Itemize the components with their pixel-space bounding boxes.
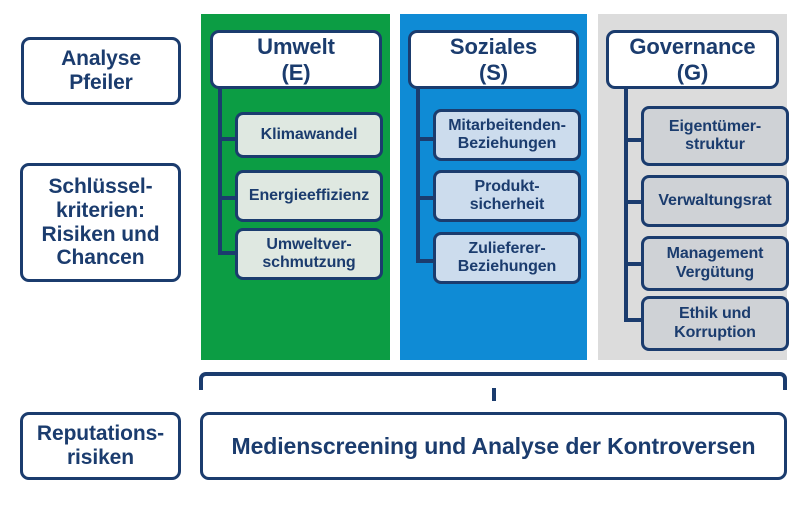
pillar-title-social-line2: (S): [478, 59, 509, 85]
pillar-title-environment-line1: Umwelt: [257, 34, 335, 60]
pillar-header-governance[interactable]: Governance (G): [606, 30, 779, 89]
criterion-box-social-3[interactable]: Zulieferer-Beziehungen: [433, 232, 581, 284]
pillar-header-social[interactable]: Soziales (S): [408, 30, 579, 89]
connector-branch-governance-1: [624, 138, 644, 142]
connector-branch-social-1: [416, 137, 436, 141]
row-label-reputationsrisiken: Reputations-risiken: [20, 412, 181, 480]
criterion-box-environment-1[interactable]: Klimawandel: [235, 112, 383, 158]
summary-bracket-tick: [492, 388, 496, 401]
connector-branch-governance-2: [624, 200, 644, 204]
pillar-header-environment[interactable]: Umwelt (E): [210, 30, 382, 89]
connector-branch-social-2: [416, 196, 436, 200]
connector-branch-governance-4: [624, 318, 644, 322]
media-screening-bar[interactable]: Medienscreening und Analyse der Kontrove…: [200, 412, 787, 480]
criterion-box-environment-3[interactable]: Umweltver-schmutzung: [235, 228, 383, 280]
pillar-title-social-line1: Soziales: [449, 34, 538, 60]
criterion-box-governance-1[interactable]: Eigentümer-struktur: [641, 106, 789, 166]
connector-trunk-environment: [218, 89, 222, 255]
pillar-title-governance-line1: Governance: [629, 34, 756, 60]
connector-branch-governance-3: [624, 262, 644, 266]
connector-trunk-social: [416, 89, 420, 263]
connector-branch-social-3: [416, 259, 436, 263]
pillar-title-environment-line2: (E): [281, 59, 311, 85]
criterion-box-environment-2[interactable]: Energieeffizienz: [235, 170, 383, 222]
connector-branch-environment-1: [218, 137, 238, 141]
connector-trunk-governance: [624, 89, 628, 322]
criterion-box-social-2[interactable]: Produkt-sicherheit: [433, 170, 581, 222]
criterion-box-social-1[interactable]: Mitarbeitenden-Beziehungen: [433, 109, 581, 161]
connector-branch-environment-3: [218, 251, 238, 255]
criterion-box-governance-2[interactable]: Verwaltungsrat: [641, 175, 789, 227]
connector-branch-environment-2: [218, 196, 238, 200]
pillar-title-governance-line2: (G): [676, 59, 709, 85]
